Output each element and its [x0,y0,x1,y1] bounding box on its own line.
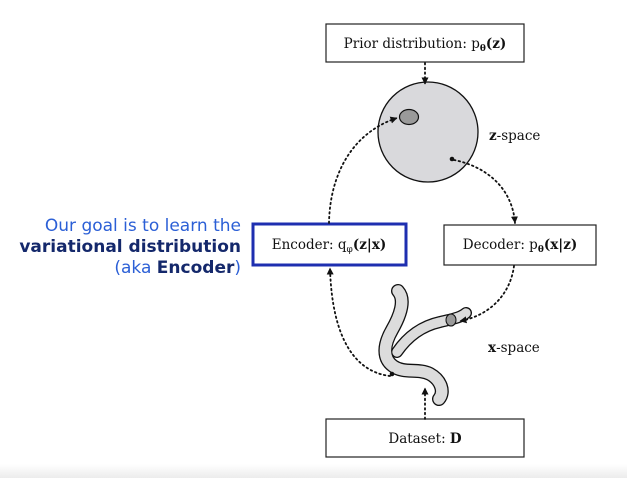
x-space-manifold [379,285,448,405]
encoder-label: Encoder: qφ(z|x) [272,237,387,255]
prior-label: Prior distribution: pθ(z) [344,36,507,54]
arrow-decoder-to-x [459,265,515,324]
decoder-label: Decoder: pθ(x|z) [463,237,578,255]
z-space-region-marker [398,108,420,126]
arrow-z-to-decoder [453,159,518,224]
z-space-circle [377,81,479,183]
x-space-label: x-space [488,340,540,356]
prior-box [325,23,525,63]
x-space-region-marker [445,313,457,327]
encoder-box [251,222,408,267]
decoder-box [443,224,597,266]
caption-line-1: Our goal is to learn the [45,216,241,236]
bottom-edge-fade [0,464,627,478]
x-space-sample-point [389,371,395,377]
arrow-encoder-to-z [328,116,398,224]
caption-line-2: variational distribution [19,237,241,257]
arrow-x-to-encoder [326,267,391,377]
caption-line-3: (aka Encoder) [114,258,241,278]
z-space-label: z-space [489,128,540,144]
dataset-label: Dataset: D [388,431,462,447]
dataset-box [325,418,525,458]
